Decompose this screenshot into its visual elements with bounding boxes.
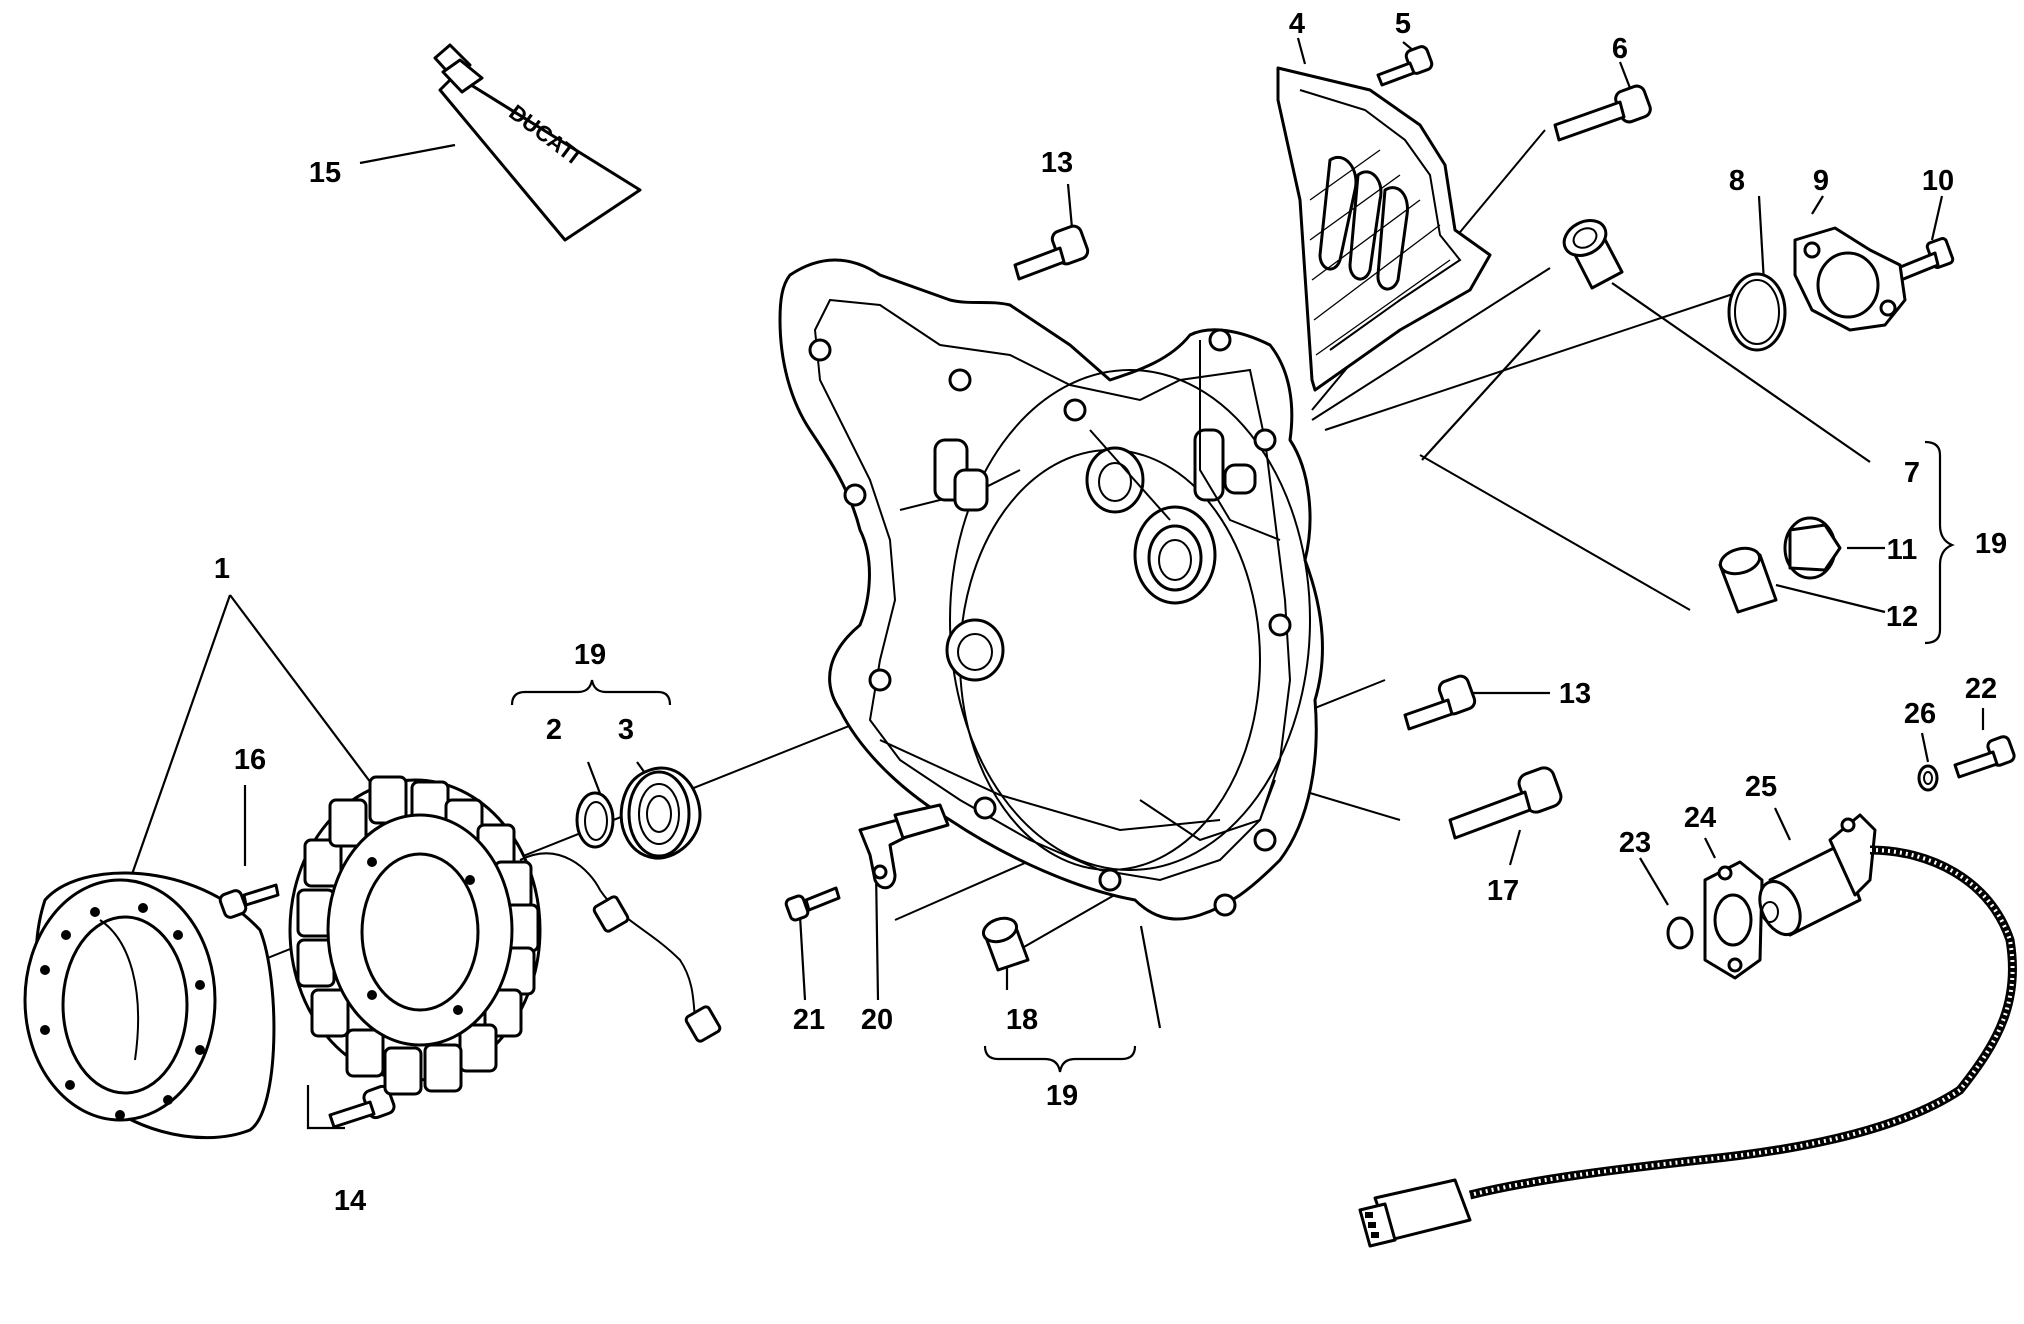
clip-20 [858,803,950,890]
bolt-6 [1553,84,1652,142]
callout-9: 9 [1813,165,1829,197]
callout-labels: 1 2 3 4 5 6 7 8 9 10 11 12 13 13 14 15 1… [214,8,2007,1217]
callout-20: 20 [861,1004,893,1036]
callout-18: 18 [1006,1004,1038,1036]
callout-17: 17 [1487,875,1519,907]
gasket-24 [1703,860,1764,980]
flange-9 [1793,226,1907,332]
bushing-7 [1562,218,1624,290]
callout-24: 24 [1684,802,1716,834]
callout-22: 22 [1965,673,1997,705]
callout-15: 15 [309,157,341,189]
callout-5: 5 [1395,8,1411,40]
rotor [23,871,276,1140]
callout-14: 14 [334,1185,366,1217]
o-ring-23 [1666,916,1694,950]
callout-10: 10 [1922,165,1954,197]
callout-8: 8 [1729,165,1745,197]
sensor-cable [1358,845,2017,1248]
callout-13-upper: 13 [1041,147,1073,179]
grease-tube: DUCATI [433,43,642,242]
seal-11 [1783,516,1842,580]
washer-26 [1917,764,1939,792]
callout-3: 3 [618,714,634,746]
callout-11: 11 [1887,534,1918,566]
bearing-3 [619,766,702,860]
guard-plate-4 [1276,66,1492,392]
bolt-17 [1448,766,1563,840]
bolt-21 [784,886,841,922]
bushing-18 [981,916,1030,972]
sensor-25 [1758,813,1877,937]
callout-6: 6 [1612,33,1628,65]
bolt-5 [1376,45,1434,87]
callout-4: 4 [1289,8,1305,40]
bracket-19-left [510,679,672,706]
callout-12: 12 [1886,601,1918,633]
circlip-2 [575,791,615,849]
callout-26: 26 [1904,698,1936,730]
callout-19-bottom: 19 [1046,1080,1078,1112]
engine-case-cover [778,258,1324,921]
callout-13-lower: 13 [1559,678,1591,710]
o-ring-8 [1727,272,1787,352]
callout-1: 1 [214,553,230,585]
bolt-13-lower [1403,674,1477,731]
bracket-19-right [1924,440,1955,645]
callout-19-right: 19 [1975,528,2007,560]
callout-25: 25 [1745,771,1777,803]
bolt-13-upper [1013,224,1090,281]
callout-21: 21 [793,1004,825,1036]
bolt-22 [1953,735,2016,779]
callout-19-left: 19 [574,639,606,671]
callout-2: 2 [546,714,562,746]
callout-7: 7 [1904,457,1920,489]
screw-14 [328,1084,396,1129]
bushing-12 [1718,546,1778,614]
callout-23: 23 [1619,827,1651,859]
callout-16: 16 [234,744,266,776]
bracket-19-bottom [983,1045,1137,1073]
stator [288,775,722,1096]
screw-16 [218,883,280,919]
bolt-10 [1896,236,1955,282]
